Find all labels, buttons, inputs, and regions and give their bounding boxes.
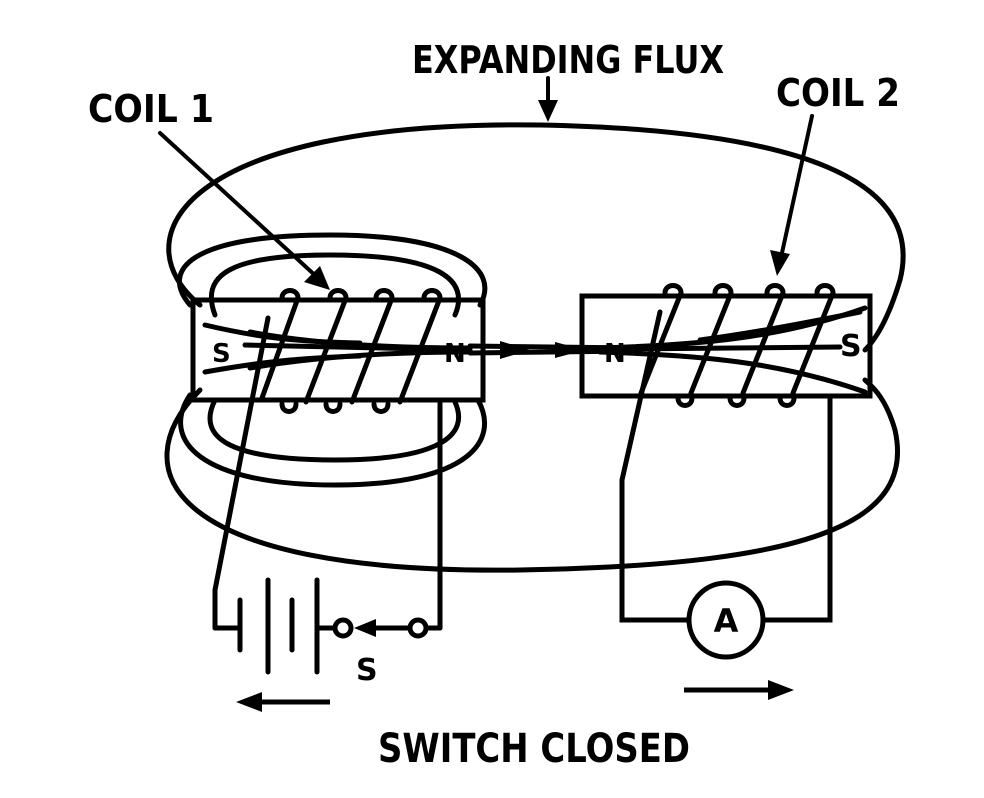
current-arrows [236,680,794,712]
coil1-bottom-loop-1 [279,401,299,414]
coil2-windings [619,283,836,623]
coil1-pole-right-label: N [444,339,466,369]
coil1-leader-head [304,266,330,290]
coil1-leader [158,131,320,280]
flux-direction-arrows [500,341,585,359]
flux-core-c1-4 [247,329,473,351]
caption: SWITCH CLOSED [378,726,690,772]
coil2-pole-right-label: S [840,329,862,364]
flux-core-c2-4 [697,309,863,343]
coil2-turn-3 [740,283,786,396]
ammeter-icon [686,580,766,660]
coil2-turn-4 [790,283,836,396]
coil2-turn-1 [638,283,684,396]
flux-lines [164,122,906,573]
coil1-bottom-loop-3 [371,401,391,414]
coil1-turn-2 [303,288,349,405]
coil1-pole-left-label: S [212,339,231,369]
flux-core-c2-2 [597,349,868,395]
coil1-label: COIL 1 [88,87,214,131]
current-arrow-left-head [236,692,262,712]
coil1-lead-left [212,315,271,631]
coil1-turn-1 [259,288,301,401]
switch-contact-left [332,617,354,639]
flux-loop-outer-bottom [164,377,901,573]
coil1-core [190,297,486,403]
coil1-turn-3 [349,288,395,405]
coil2-lead-right [761,393,833,623]
coil2-bottom-loop-3 [777,395,797,408]
switch [332,617,443,639]
coil2-leader-head [770,250,790,276]
coil2-bottom-loop-1 [675,395,695,408]
ammeter-label: A [714,602,739,640]
coil2-turn-2 [688,283,734,396]
coil2-core [579,293,873,399]
coil1-bottom-loop-2 [323,401,343,414]
current-arrow-right-head [768,680,794,700]
expanding-flux-label: EXPANDING FLUX [412,38,724,82]
switch-blade-arrow [354,619,376,637]
flux-loop-c1-lower-2 [207,397,462,463]
battery [212,577,339,675]
flux-arrow-1 [500,341,530,359]
coil2-lead-left [619,309,691,623]
flux-loop-outer [166,122,906,353]
flux-arrow-2 [555,342,585,358]
coil1-windings [212,288,443,631]
coil1-turn-4 [397,288,443,405]
coil2-leader [778,114,814,264]
flux-loop-c1-lower-1 [178,392,488,488]
label-leaders [158,76,814,280]
flux-loop-c1-upper-1 [177,232,488,308]
flux-loop-c1-upper-2 [208,252,462,318]
coil2-label: COIL 2 [776,71,900,115]
coil2-pole-left-label: N [604,339,626,369]
flux-leader-head [538,100,558,122]
switch-label: S [356,653,378,688]
coil2-bottom-loop-2 [727,395,747,408]
label-leader-heads [304,100,790,290]
